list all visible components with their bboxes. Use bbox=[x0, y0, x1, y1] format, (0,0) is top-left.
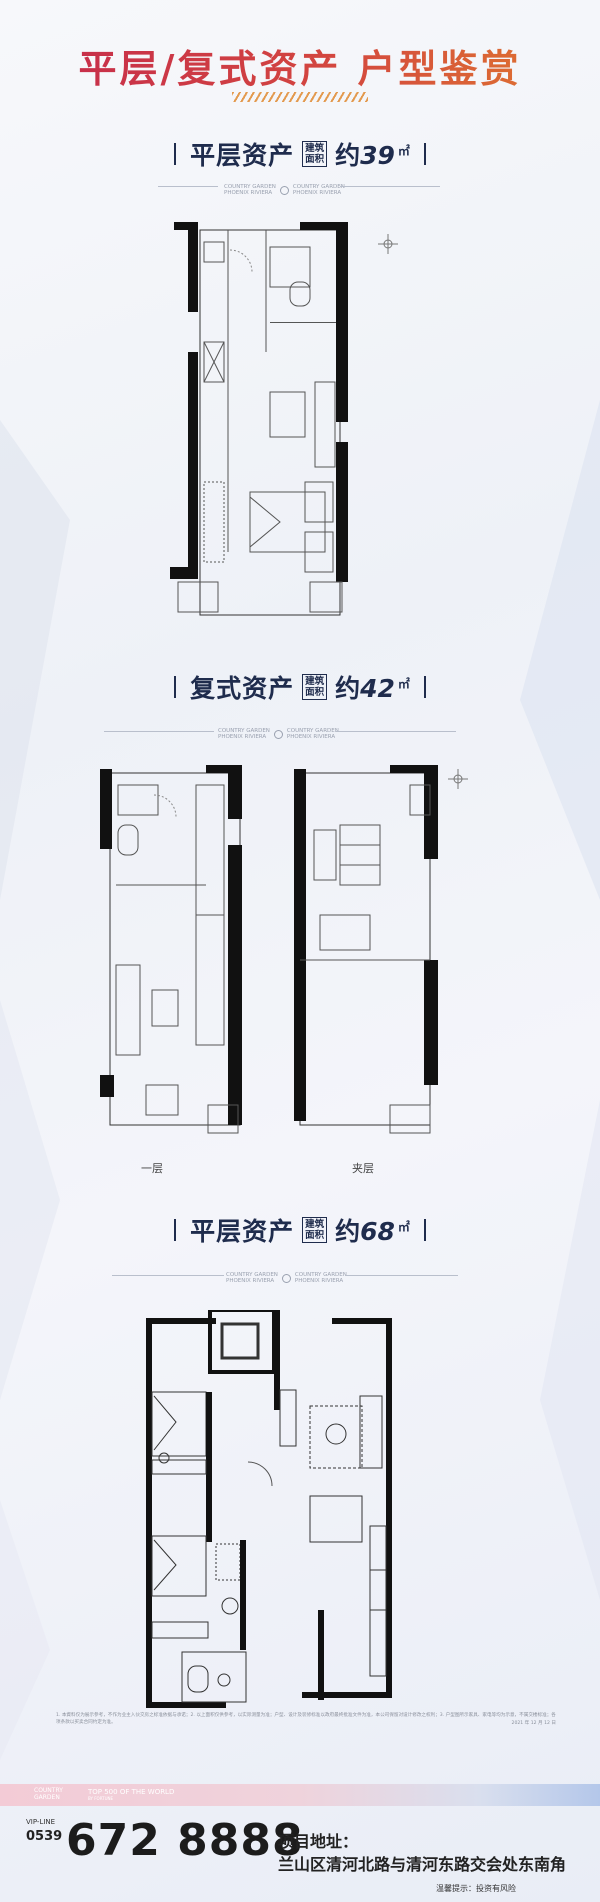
title-bar-right bbox=[423, 1219, 426, 1241]
area-tag: 建筑 面积 bbox=[302, 141, 328, 167]
title-bar-left bbox=[174, 1219, 177, 1241]
watermark-circle-icon bbox=[273, 729, 283, 739]
page-headline: 平层/复式资产 户型鉴赏 bbox=[0, 38, 600, 93]
area-unit: ㎡ bbox=[397, 677, 410, 691]
vip-line-label: VIP-LINE bbox=[26, 1818, 56, 1826]
compass-icon bbox=[448, 769, 468, 789]
area-tag-line1: 建筑 bbox=[305, 143, 325, 154]
footnote: 1. 本資料仅为展示参考，不作为业主入伙交房之标准依据与承诺；2. 以上面积仅供… bbox=[56, 1712, 556, 1726]
area-number: 39 bbox=[360, 141, 395, 170]
divider-right bbox=[336, 731, 456, 732]
title-bar-right bbox=[423, 143, 426, 165]
divider-right bbox=[346, 1275, 458, 1276]
headline-underline-decoration bbox=[232, 92, 368, 102]
area-tag: 建筑 面积 bbox=[302, 1217, 328, 1243]
area-tag-line1: 建筑 bbox=[305, 676, 325, 687]
section-name: 平层资产 bbox=[190, 1217, 295, 1246]
area-prefix: 约 bbox=[335, 1217, 361, 1246]
divider-left bbox=[158, 186, 218, 187]
divider-left bbox=[104, 731, 214, 732]
area-number: 68 bbox=[360, 1217, 395, 1246]
footnote-date: 2021 年 12 月 12 日 bbox=[511, 1721, 556, 1726]
compass-icon bbox=[378, 234, 398, 254]
area-tag: 建筑 面积 bbox=[302, 674, 328, 700]
area-tag-line2: 面积 bbox=[305, 154, 325, 165]
area-tag-line2: 面积 bbox=[305, 687, 325, 698]
area-tag-line2: 面积 bbox=[305, 1230, 325, 1241]
floor-plan-42-first-floor bbox=[100, 765, 242, 1134]
title-bar-left bbox=[174, 143, 177, 165]
section-name: 平层资产 bbox=[190, 141, 295, 170]
watermark-circle-icon bbox=[279, 185, 289, 195]
section-name: 复式资产 bbox=[190, 674, 295, 703]
area-prefix: 约 bbox=[335, 674, 361, 703]
watermark-circle-icon bbox=[281, 1273, 291, 1283]
floor-label-first: 一层 bbox=[141, 1162, 163, 1175]
footnote-text: 1. 本資料仅为展示参考，不作为业主入伙交房之标准依据与承诺；2. 以上面积仅供… bbox=[56, 1713, 556, 1725]
investment-warning: 温馨提示：投资有风险 bbox=[436, 1884, 516, 1893]
address-label: 项目地址： bbox=[278, 1832, 359, 1851]
floor-plan-68 bbox=[146, 1310, 392, 1708]
phone-number[interactable]: 672 8888 bbox=[66, 1815, 304, 1866]
floor-plan-42-mezzanine bbox=[294, 765, 468, 1134]
title-bar-right bbox=[423, 676, 426, 698]
divider-left bbox=[112, 1275, 224, 1276]
area-number: 42 bbox=[360, 674, 395, 703]
area-unit: ㎡ bbox=[397, 144, 410, 158]
divider-right bbox=[340, 186, 440, 187]
title-bar-left bbox=[174, 676, 177, 698]
floor-plan-39 bbox=[170, 222, 398, 616]
area-unit: ㎡ bbox=[397, 1220, 410, 1234]
floor-label-mezzanine: 夹层 bbox=[352, 1162, 374, 1175]
area-code: 0539 bbox=[26, 1829, 63, 1844]
address-text: 兰山区清河北路与清河东路交会处东南角 bbox=[278, 1855, 567, 1874]
area-tag-line1: 建筑 bbox=[305, 1219, 325, 1230]
area-prefix: 约 bbox=[335, 141, 361, 170]
